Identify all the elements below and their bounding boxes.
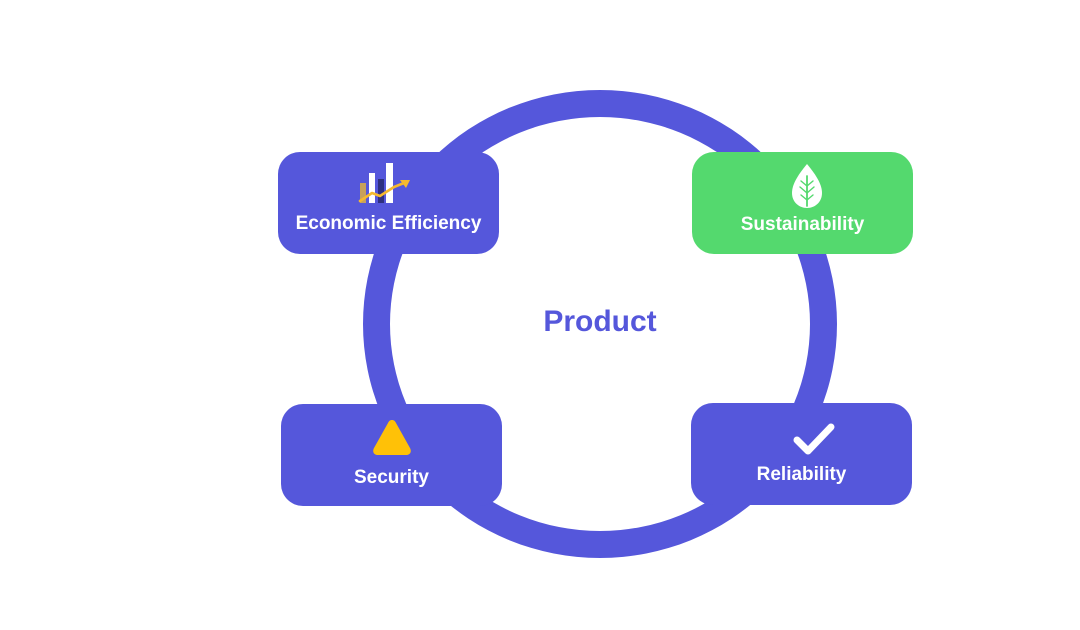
bar-chart-trend-icon xyxy=(358,163,410,203)
node-label-economic-efficiency: Economic Efficiency xyxy=(295,213,482,234)
node-label-reliability: Reliability xyxy=(756,464,847,485)
leaf-icon xyxy=(792,164,822,208)
node-label-sustainability: Sustainability xyxy=(740,214,865,235)
node-reliability: Reliability xyxy=(691,403,912,505)
node-security: Security xyxy=(281,404,502,506)
node-economic-efficiency: Economic Efficiency xyxy=(278,152,499,254)
node-label-security: Security xyxy=(354,467,429,488)
checkmark-icon xyxy=(793,423,835,455)
node-sustainability: Sustainability xyxy=(692,152,913,254)
warning-triangle-icon xyxy=(373,420,411,455)
center-label-product: Product xyxy=(543,305,657,338)
